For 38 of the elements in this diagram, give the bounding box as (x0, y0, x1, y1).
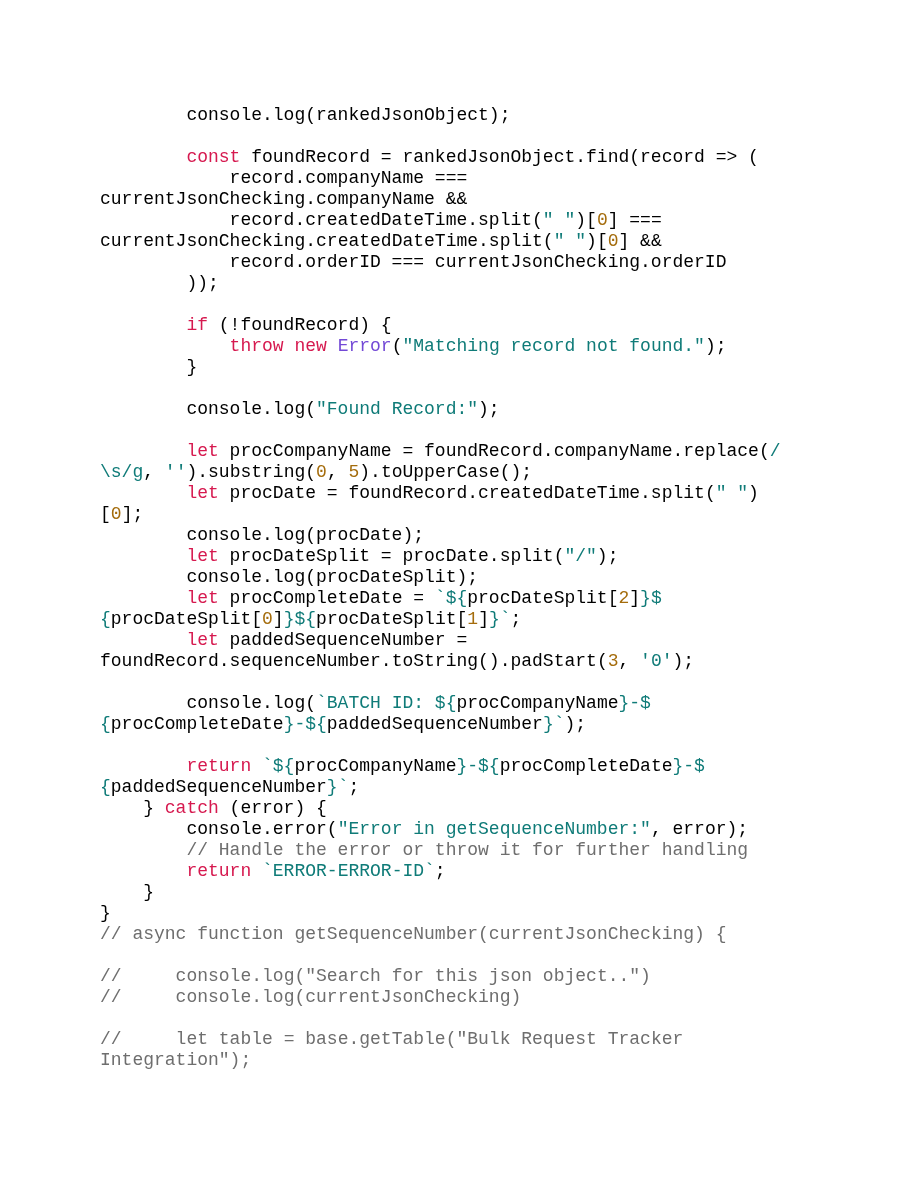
code-line: } (100, 903, 111, 924)
code-line: record.orderID === currentJsonChecking.orderID (229, 252, 727, 273)
code-line: let procCompanyName = foundRecord.companyName.replace(/ (186, 441, 781, 462)
code-line: {procDateSplit[0]}${procDateSplit[1]}`; (100, 609, 522, 630)
code-comment: // Handle the error or throw it for further handling (186, 840, 749, 861)
code-line: {paddedSequenceNumber}`; (100, 777, 360, 798)
code-comment: // console.log(currentJsonChecking) (100, 987, 522, 1008)
code-comment: // console.log("Search for this json object..") (100, 966, 651, 987)
code-line: let procDate = foundRecord.createdDateTime.split(" ") (186, 483, 759, 504)
code-line: record.createdDateTime.split(" ")[0] === (229, 210, 662, 231)
code-line: } (186, 357, 198, 378)
code-line: console.log(`BATCH ID: ${procCompanyName}-$ (186, 693, 651, 714)
code-line: )); (186, 273, 219, 294)
code-line: record.companyName === (229, 168, 468, 189)
code-line: return `${procCompanyName}-${procCompleteDate}-$ (186, 756, 705, 777)
code-comment: // let table = base.getTable("Bulk Request Tracker (100, 1029, 684, 1050)
code-line: if (!foundRecord) { (186, 315, 392, 336)
code-line: console.log("Found Record:"); (186, 399, 500, 420)
code-line: currentJsonChecking.companyName && (100, 189, 468, 210)
code-line: console.log(rankedJsonObject); (186, 105, 511, 126)
code-line: console.error("Error in getSequenceNumber:", error); (186, 819, 749, 840)
code-line: } catch (error) { (143, 798, 327, 819)
code-line: return `ERROR-ERROR-ID`; (186, 861, 446, 882)
code-comment: Integration"); (100, 1050, 252, 1071)
code-line: const foundRecord = rankedJsonObject.find(record => ( (186, 147, 759, 168)
code-line: {procCompleteDate}-${paddedSequenceNumber}`); (100, 714, 587, 735)
code-line: console.log(procDateSplit); (186, 567, 479, 588)
code-line: [0]; (100, 504, 144, 525)
code-line: let paddedSequenceNumber = (186, 630, 468, 651)
code-line: currentJsonChecking.createdDateTime.split(" ")[0] && (100, 231, 662, 252)
code-line: } (143, 882, 154, 903)
code-line: \s/g, '').substring(0, 5).toUpperCase(); (100, 462, 533, 483)
code-line: throw new Error("Matching record not found."); (229, 336, 727, 357)
code-comment: // async function getSequenceNumber(currentJsonChecking) { (100, 924, 727, 945)
code-line: let procDateSplit = procDate.split("/"); (186, 546, 619, 567)
code-line: foundRecord.sequenceNumber.toString().padStart(3, '0'); (100, 651, 695, 672)
code-line: let procCompleteDate = `${procDateSplit[2]}$ (186, 588, 662, 609)
code-line: console.log(procDate); (186, 525, 425, 546)
